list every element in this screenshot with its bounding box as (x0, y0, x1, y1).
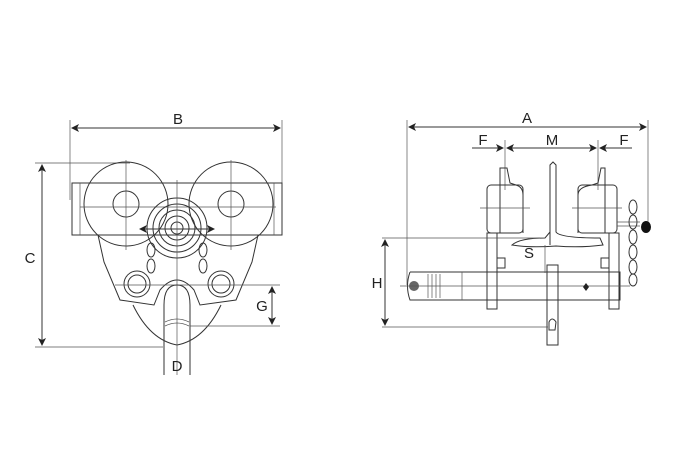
cross-shaft (407, 271, 621, 301)
dimension-b: B (69, 111, 283, 200)
side-plate-left (486, 232, 498, 310)
dimension-a: A (406, 110, 649, 285)
label-f-left: F (478, 132, 487, 149)
wheel-right-side (577, 184, 618, 234)
label-d: D (172, 358, 183, 375)
chain-wheel-knob (641, 221, 651, 233)
label-s: S (524, 245, 534, 262)
hanger-plate (546, 264, 559, 346)
wheel-left-side (486, 184, 524, 234)
hand-chain (617, 199, 651, 287)
label-f-right: F (619, 132, 628, 149)
label-b: B (173, 111, 183, 128)
dimension-f-m: F M F (472, 132, 632, 190)
dimension-c: C (25, 162, 163, 348)
front-view: B C G (25, 111, 283, 375)
label-a: A (522, 110, 532, 127)
hook (163, 284, 191, 375)
dimension-g: G (256, 286, 276, 325)
dimension-h: H (372, 237, 548, 328)
label-h: H (372, 275, 383, 292)
i-beam (510, 161, 604, 248)
wheel-flange-right (577, 167, 606, 233)
label-m: M (546, 132, 559, 149)
label-g: G (256, 298, 268, 315)
side-plate-right (608, 232, 620, 310)
wheel-flange-left (499, 167, 524, 233)
label-c: C (25, 250, 36, 267)
side-view: A F M F S (372, 110, 651, 346)
